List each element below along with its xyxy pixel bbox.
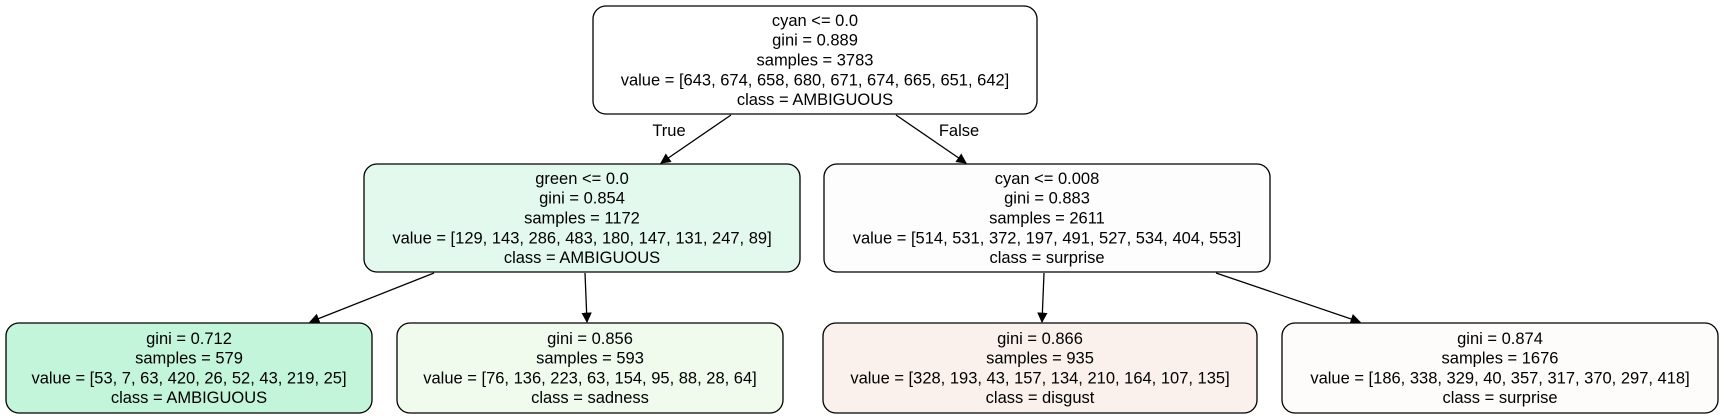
node-text-line: value = [129, 143, 286, 483, 180, 147, 1… [392,229,771,247]
node-box [823,163,1271,273]
node-text-line: class = AMBIGUOUS [504,249,660,267]
node-text-line: value = [514, 531, 372, 197, 491, 527, 5… [853,229,1242,247]
node-text-line: class = sadness [531,389,649,407]
edge-n1-n4 [581,272,592,324]
node-text-line: class = disgust [986,389,1095,407]
node-text-line: value = [76, 136, 223, 63, 154, 95, 88, … [423,369,756,387]
edge-n2-n6 [1215,272,1361,324]
node-text-line: gini = 0.712 [146,330,232,348]
node-text-line: gini = 0.889 [772,32,858,50]
edges-layer: True False [309,114,1361,324]
node-text-line: samples = 1676 [1442,350,1559,368]
edge-n0-n2 [895,114,967,164]
node-text-line: samples = 3783 [757,52,874,70]
node-text-line: class = AMBIGUOUS [111,389,267,407]
node-text-line: value = [186, 338, 329, 40, 357, 317, 37… [1310,369,1689,387]
node-box [396,322,784,414]
tree-node-n0: cyan <= 0.0 gini = 0.889 samples = 3783val… [592,5,1038,115]
node-box [1281,322,1719,414]
node-text-line: gini = 0.874 [1457,330,1543,348]
node-box [363,163,801,273]
tree-node-n1: green <= 0.0 gini = 0.854 samples = 1172va… [363,163,801,273]
node-text-line: samples = 2611 [989,210,1105,228]
node-text-line: samples = 1172 [524,210,640,228]
node-text-line: gini = 0.854 [539,190,625,208]
node-text-line: green <= 0.0 [535,170,629,188]
node-text-line: gini = 0.866 [997,330,1083,348]
node-text-line: value = [328, 193, 43, 157, 134, 210, 16… [850,369,1229,387]
node-text-line: samples = 579 [135,350,243,368]
node-box [822,322,1258,414]
node-text-line: class = surprise [1442,389,1557,407]
edge-label-true: True [652,122,685,140]
node-text-line: gini = 0.856 [547,330,633,348]
node-text-line: cyan <= 0.0 [772,12,858,30]
node-text-line: gini = 0.883 [1004,190,1090,208]
tree-node-n2: cyan <= 0.008 gini = 0.883 samples = 2611v… [823,163,1271,273]
edge-n2-n5 [1037,272,1048,324]
node-text-line: value = [643, 674, 658, 680, 671, 674, 6… [621,71,1010,89]
node-text-line: samples = 593 [536,350,644,368]
node-box [5,322,373,414]
edge-label-false: False [939,122,979,140]
node-box [592,5,1038,115]
node-text-line: cyan <= 0.008 [995,170,1100,188]
node-text-line: class = AMBIGUOUS [737,91,893,109]
edge-n1-n3 [309,272,435,324]
node-text-line: value = [53, 7, 63, 420, 26, 52, 43, 219… [31,369,346,387]
node-text-line: class = surprise [989,249,1104,267]
node-text-line: samples = 935 [986,350,1094,368]
edge-n0-n1 [660,114,732,164]
